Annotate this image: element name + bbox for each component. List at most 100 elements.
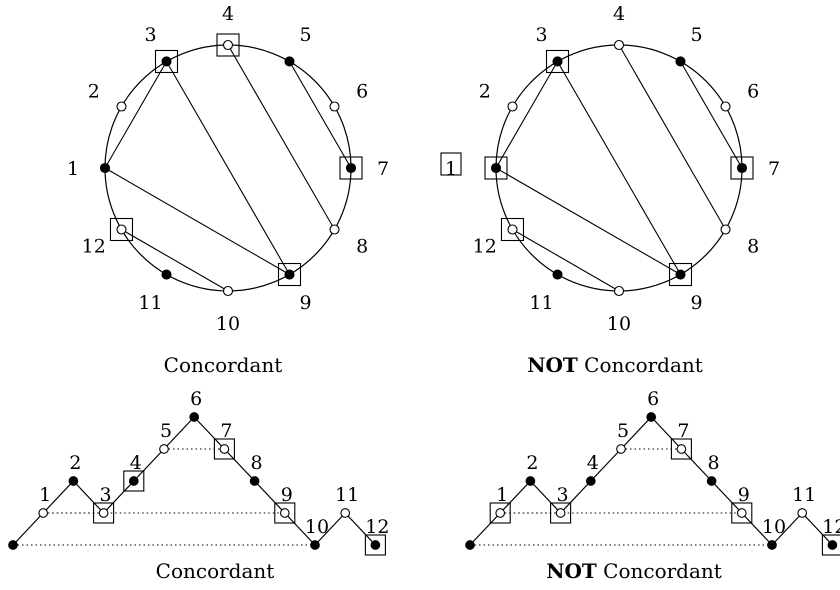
path-vertex-8: [249, 476, 260, 486]
vertex-4: [613, 39, 625, 51]
vertex-8: [329, 224, 340, 235]
vertex-label-7: 7: [377, 158, 389, 180]
path-box-7: [213, 438, 235, 460]
path-step-7: [193, 416, 225, 450]
vertex-label-10: 10: [607, 313, 631, 335]
vertex-label-5: 5: [690, 24, 702, 46]
vertex-1: [490, 162, 502, 174]
vertex-box-9: [668, 262, 693, 287]
path-vertex-2: [525, 476, 536, 486]
path-box-4: [123, 470, 145, 492]
path-label-10: 10: [762, 516, 786, 538]
path-step-3: [72, 480, 105, 514]
path-label-1: 1: [496, 484, 508, 506]
vertex-label-5: 5: [299, 24, 311, 46]
path-label-8: 8: [708, 452, 720, 474]
path-vertex-4: [585, 476, 596, 486]
vertex-label-3: 3: [535, 24, 547, 46]
path-vertex-2: [68, 476, 79, 486]
caption-path-concordant: Concordant: [156, 559, 275, 583]
caption-circle-concordant: Concordant: [164, 353, 283, 377]
path-step-3: [529, 480, 562, 514]
path-label-10: 10: [305, 516, 329, 538]
path-step-7: [650, 416, 682, 450]
path-label-7: 7: [677, 420, 689, 442]
path-label-5: 5: [160, 420, 172, 442]
path-step-6: [620, 416, 652, 450]
vertex-7: [345, 162, 357, 174]
path-box-12: [821, 534, 840, 556]
path-vertex-4: [128, 476, 139, 486]
vertex-label-1: 1: [445, 158, 457, 180]
chord-3-9: [166, 61, 290, 275]
vertex-3: [552, 56, 563, 67]
chord-5-7: [289, 61, 352, 169]
path-vertex-5: [159, 444, 169, 454]
path-step-2: [499, 480, 531, 514]
path-vertex-3: [555, 508, 566, 518]
chord-4-8: [227, 44, 335, 230]
path-label-12: 12: [822, 516, 840, 538]
path-vertex-3: [98, 508, 109, 518]
vertex-5: [284, 56, 295, 67]
vertex-label-8: 8: [747, 236, 759, 258]
path-step-1: [469, 512, 501, 546]
path-vertex-6: [646, 412, 657, 422]
vertex-box-4: [216, 33, 240, 57]
path-vertex-0: [465, 540, 475, 550]
path-step-9: [254, 480, 286, 514]
path-vertex-7: [676, 444, 687, 454]
vertex-box-7: [730, 156, 754, 180]
path-box-9: [731, 502, 753, 524]
vertex-box-7: [339, 156, 363, 180]
path-box-1: [489, 502, 511, 524]
path-vertex-11: [340, 508, 351, 518]
path-step-12: [344, 512, 376, 546]
path-vertex-10: [310, 540, 320, 550]
path-step-8: [680, 448, 713, 482]
vertex-10: [222, 285, 234, 297]
path-step-4: [103, 480, 135, 514]
path-box-3: [93, 502, 115, 524]
path-vertex-8: [706, 476, 717, 486]
path-step-6: [163, 416, 195, 450]
vertex-5: [675, 56, 686, 67]
path-step-10: [741, 512, 773, 546]
vertex-12: [116, 224, 127, 235]
path-label-11: 11: [792, 484, 816, 506]
vertex-3: [161, 56, 172, 67]
path-vertex-0: [8, 540, 18, 550]
path-vertex-6: [189, 412, 200, 422]
vertex-box-3: [154, 49, 179, 74]
path-step-5: [590, 448, 622, 482]
path-step-10: [284, 512, 316, 546]
chord-10-12: [512, 229, 620, 292]
vertex-box-9: [277, 262, 302, 287]
vertex-7: [736, 162, 748, 174]
path-step-5: [133, 448, 165, 482]
chord-5-7: [680, 61, 743, 169]
path-label-4: 4: [130, 452, 142, 474]
path-step-4: [560, 480, 592, 514]
vertex-1: [99, 162, 111, 174]
path-label-3: 3: [557, 484, 569, 506]
caption-circle-not-concordant: NOT Concordant: [527, 353, 703, 377]
vertex-label-8: 8: [356, 236, 368, 258]
path-vertex-9: [279, 508, 290, 518]
chord-1-9: [104, 167, 290, 275]
vertex-2: [116, 101, 127, 112]
path-label-12: 12: [365, 516, 389, 538]
path-vertex-7: [219, 444, 230, 454]
label-box-1: [440, 152, 462, 176]
vertex-11: [161, 269, 172, 280]
vertex-10: [613, 285, 625, 297]
chord-1-3: [495, 61, 558, 169]
path-label-8: 8: [251, 452, 263, 474]
path-label-4: 4: [587, 452, 599, 474]
vertex-label-1: 1: [67, 158, 79, 180]
vertex-label-2: 2: [88, 81, 100, 103]
chord-4-8: [618, 44, 726, 230]
chord-10-12: [121, 229, 229, 292]
